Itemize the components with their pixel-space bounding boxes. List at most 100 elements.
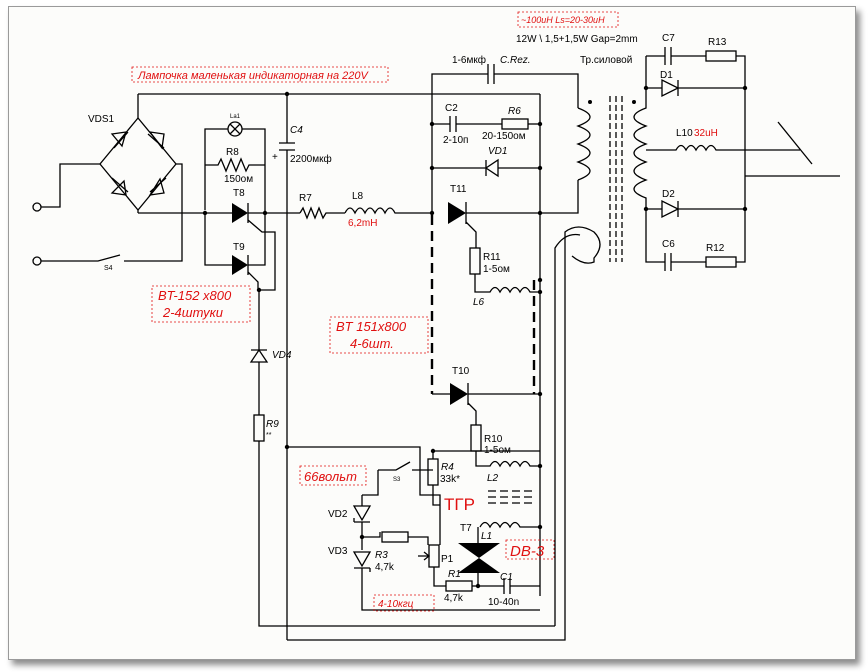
l10-value: 32uH	[694, 128, 718, 139]
zener-vd2	[352, 495, 372, 550]
resistor-r9	[253, 414, 555, 627]
c4-value: 2200мкф	[290, 153, 332, 165]
c6-label: C6	[662, 239, 675, 250]
l8-label: L8	[352, 191, 364, 202]
diode-d2	[646, 199, 745, 219]
c1-value: 10-40n	[488, 597, 519, 608]
resistor-r7	[299, 206, 345, 220]
c4-plus: +	[272, 152, 278, 163]
vds1-label: VDS1	[88, 114, 115, 125]
r9-label: R9	[266, 419, 279, 430]
inductance-note-box: ~100uH Ls=20-30uH	[517, 11, 619, 28]
bt151-line2: 4-6шт.	[350, 336, 394, 351]
r10-label: R10	[484, 434, 503, 445]
r3-value: 4,7k	[375, 562, 395, 573]
capacitor-c1	[478, 578, 540, 594]
inductor-l1	[479, 521, 540, 529]
vd3-label: VD3	[328, 546, 348, 557]
vd4-label: VD4	[272, 350, 292, 361]
diode-d1	[646, 78, 745, 98]
t8-label: T8	[233, 188, 245, 199]
l8-value: 6,2mH	[348, 218, 377, 229]
r11-value: 1-5ом	[483, 264, 510, 275]
r3-label: R3	[375, 550, 388, 561]
tr-label: Тр.силовой	[580, 55, 632, 66]
s4-label: S4	[104, 265, 113, 272]
d1-label: D1	[660, 70, 673, 81]
capacitor-c4	[279, 94, 295, 640]
lamp-note: Лампочка маленькая индикаторная на 220V	[137, 70, 370, 82]
diode-vd4	[249, 290, 269, 415]
inductor-l8	[344, 207, 432, 215]
r8-label: R8	[226, 147, 239, 158]
r1-label: R1	[448, 569, 461, 580]
lamp-note-box: Лампочка маленькая индикаторная на 220V	[131, 66, 389, 83]
tgr-label: ТГР	[444, 495, 475, 514]
r6-value: 20-150ом	[482, 131, 526, 142]
lamp-label: La1	[230, 114, 241, 120]
power-spec: 12W \ 1,5+1,5W Gap=2mm	[516, 34, 638, 45]
bottom-return-outer	[287, 226, 601, 641]
l1-label: L1	[481, 531, 492, 542]
r4-value: 33k*	[440, 474, 460, 485]
bottom-return-inner	[554, 233, 581, 626]
secondary-loop	[645, 55, 746, 263]
r7-label: R7	[299, 193, 312, 204]
s3-label: S3	[393, 477, 401, 483]
transformer-secondary	[633, 56, 648, 250]
db3-note-box: DB-3	[505, 539, 555, 560]
thyristor-t9	[204, 213, 266, 290]
thyristor-t10	[432, 383, 540, 425]
r4-label: R4	[441, 462, 454, 473]
thyristor-t8	[232, 203, 300, 291]
r13-label: R13	[708, 37, 727, 48]
tgr-core	[488, 490, 534, 504]
l6-label: L6	[473, 297, 485, 308]
resistor-r12	[705, 256, 737, 268]
capacitor-c2	[432, 116, 502, 132]
crez-label: C.Rez.	[500, 55, 531, 66]
capacitor-c6	[664, 253, 672, 271]
db3-label: DB-3	[510, 543, 545, 560]
r11-label: R11	[483, 252, 501, 263]
r1-value: 4,7k	[444, 593, 464, 604]
r9-mark: **	[266, 432, 272, 439]
zener-vd3	[352, 551, 540, 611]
resistor-r6	[501, 118, 540, 130]
l10-label: L10	[676, 128, 693, 139]
c2-value: 2-10п	[443, 135, 468, 146]
output-electrodes	[745, 121, 840, 177]
c7-label: C7	[662, 33, 675, 44]
bt151-note-box: BT 151x800 4-6шт.	[329, 316, 429, 354]
r12-label: R12	[706, 243, 725, 254]
potentiometer-p1	[418, 505, 446, 587]
freq-note-box: 4-10кгц	[373, 594, 435, 612]
switch-s3	[362, 461, 433, 496]
inductance-note: ~100uH Ls=20-30uH	[521, 15, 605, 25]
resistor-r3	[362, 531, 429, 545]
lamp-la1	[204, 121, 266, 213]
diode-vd1	[432, 158, 540, 178]
freq-label: 4-10кгц	[378, 599, 414, 610]
volts-label: 66вольт	[304, 469, 357, 484]
capacitor-crez	[431, 64, 579, 213]
t7-label: T7	[460, 523, 472, 534]
c4-label: C4	[290, 125, 303, 136]
thyristor-t11	[448, 180, 579, 248]
volts-note-box: 66вольт	[299, 465, 367, 486]
c1-label: C1	[500, 572, 513, 583]
r8-value: 150ом	[224, 174, 253, 185]
bt152-note-box: BT-152 x800 2-4штуки	[151, 285, 251, 323]
resistor-r1	[445, 580, 478, 592]
bt152-line1: BT-152 x800	[158, 288, 232, 303]
r6-label: R6	[508, 106, 521, 117]
bt151-line1: BT 151x800	[336, 319, 407, 334]
transformer-core	[609, 96, 623, 262]
transformer-primary	[576, 107, 591, 181]
vd2-label: VD2	[328, 509, 348, 520]
t10-label: T10	[452, 366, 470, 377]
resistor-r13	[705, 50, 737, 62]
l2-label: L2	[487, 473, 499, 484]
inductor-l10	[646, 144, 800, 152]
